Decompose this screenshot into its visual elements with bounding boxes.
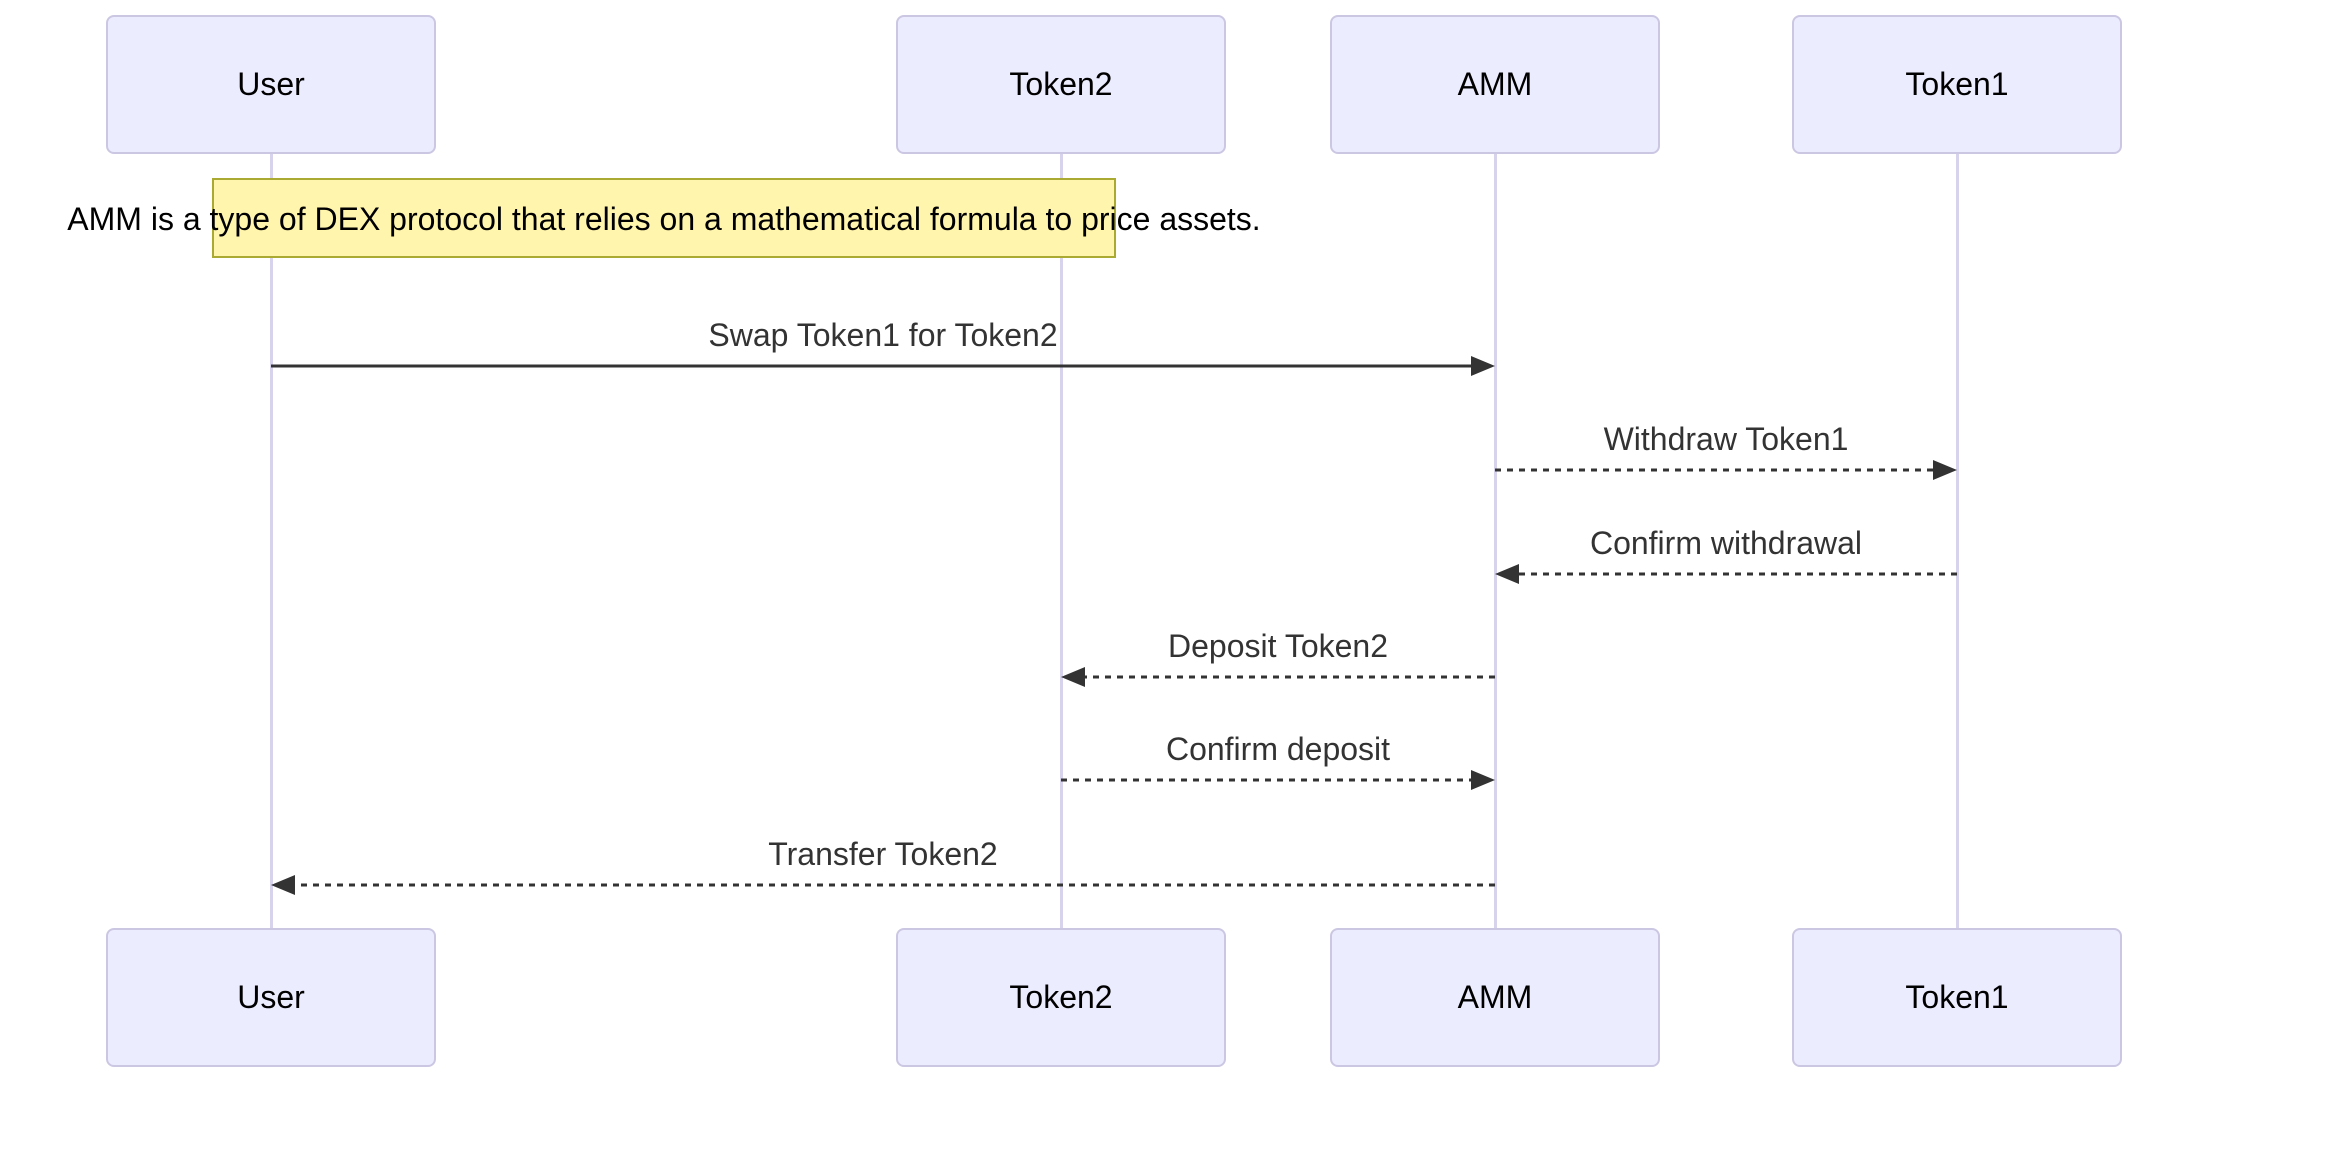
arrowhead-right-icon: [1471, 770, 1495, 790]
message-label-confirm-withdrawal: Confirm withdrawal: [1589, 525, 1863, 561]
message-label-transfer: Transfer Token2: [768, 836, 998, 872]
lifeline-token2: [1060, 154, 1063, 928]
message-label-withdraw: Withdraw Token1: [1603, 421, 1849, 457]
message-label-confirm-deposit: Confirm deposit: [1165, 731, 1391, 767]
actor-box-token2-bottom: Token2: [896, 928, 1226, 1067]
actor-box-token1-top: Token1: [1792, 15, 2122, 154]
actor-label-token2-bottom: Token2: [1009, 979, 1113, 1015]
actor-label-amm-top: AMM: [1457, 66, 1533, 102]
actor-box-amm-bottom: AMM: [1330, 928, 1660, 1067]
actor-box-user-top: User: [106, 15, 436, 154]
actor-label-token2-top: Token2: [1009, 66, 1113, 102]
actor-label-user-bottom: User: [237, 979, 305, 1015]
actor-label-token1-bottom: Token1: [1905, 979, 2009, 1015]
actor-box-token1-bottom: Token1: [1792, 928, 2122, 1067]
lifeline-amm: [1494, 154, 1497, 928]
lifeline-token1: [1956, 154, 1959, 928]
arrowhead-left-icon: [1495, 564, 1519, 584]
arrowhead-left-icon: [1061, 667, 1085, 687]
note-text: AMM is a type of DEX protocol that relie…: [67, 201, 1261, 237]
arrowhead-left-icon: [271, 875, 295, 895]
actor-box-amm-top: AMM: [1330, 15, 1660, 154]
message-label-deposit: Deposit Token2: [1168, 628, 1388, 664]
actor-box-token2-top: Token2: [896, 15, 1226, 154]
actor-label-user-top: User: [237, 66, 305, 102]
actor-label-amm-bottom: AMM: [1457, 979, 1533, 1015]
message-label-swap: Swap Token1 for Token2: [708, 317, 1058, 353]
note-box: [212, 178, 1116, 258]
actor-label-token1-top: Token1: [1905, 66, 2009, 102]
actor-box-user-bottom: User: [106, 928, 436, 1067]
arrowhead-right-icon: [1933, 460, 1957, 480]
lifeline-user: [270, 154, 273, 928]
arrowhead-right-icon: [1471, 356, 1495, 376]
